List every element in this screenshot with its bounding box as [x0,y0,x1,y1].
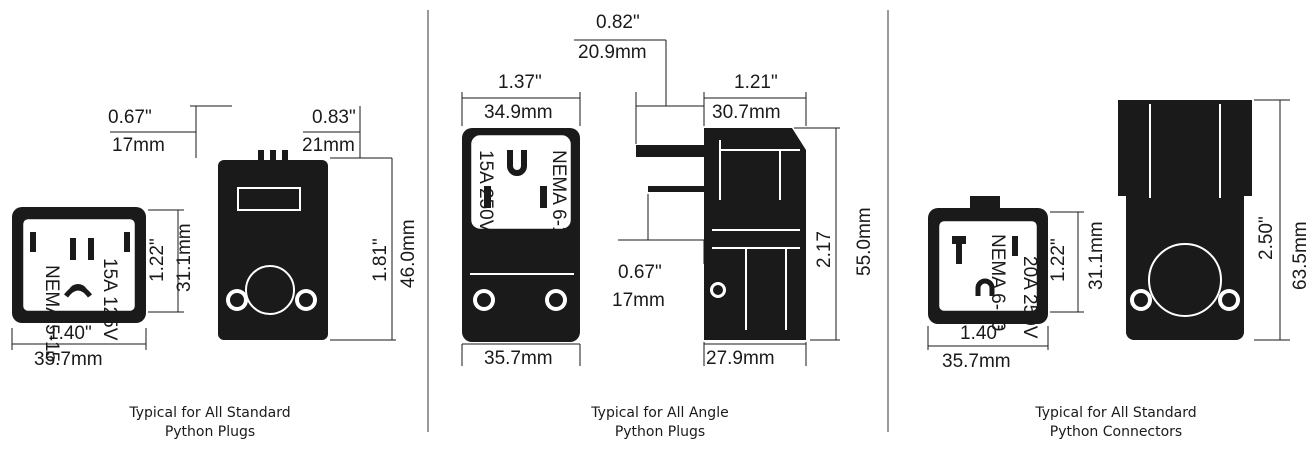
dim-face-h-in: 1.22" [147,238,168,282]
dim-side-w-in: 1.21" [734,72,778,93]
panel-angle-plugs: 15A 250V NEMA 6-15 [461,12,875,440]
front-label-rating: 15A 250V [475,150,496,233]
dim-bottom-w-in: 1.41" [496,322,540,343]
dim-side-h-mm: 55.0mm [854,207,875,276]
caption-line1: Typical for All Angle [590,405,728,421]
dim-prong2-mm: 21mm [302,135,355,156]
dim-prong-in: 0.67" [618,262,662,283]
panel-standard-connectors: NEMA 6-20 20A 250V 1.22" 31.1mm 1.40" [927,99,1311,440]
dim-prong-mm: 17mm [612,290,665,311]
plug-face-view: NEMA 5-15 15A 125V [12,207,146,362]
dim-prong-in: 0.67" [108,107,152,128]
dim-face-w-mm: 35.7mm [942,351,1011,372]
dim-body-h-in: 2.50" [1256,216,1277,260]
front-label-nema: NEMA 6-15 [548,150,569,247]
dim-face-h-in: 1.22" [1048,238,1069,282]
dim-face-h-mm: 31.1mm [174,223,195,292]
caption-line2: Python Plugs [615,424,705,440]
dim-offset-in: 0.82" [596,12,640,33]
caption-line1: Typical for All Standard [1034,405,1196,421]
dim-offset-mm: 20.9mm [578,42,647,63]
face-label-rating: 20A 250V [1019,256,1040,339]
angle-plug-front-view: 15A 250V NEMA 6-15 [462,128,580,342]
dim-bottom-w-mm: 35.7mm [484,348,553,369]
dim-body-h-in: 1.81" [370,238,391,282]
caption-line2: Python Plugs [165,424,255,440]
dim-body-h-mm: 46.0mm [398,219,419,288]
dim-prong2-in: 0.83" [312,107,356,128]
dim-top-w-in: 1.37" [498,72,542,93]
plug-side-view [218,150,328,340]
caption-line2: Python Connectors [1050,424,1182,440]
dim-side-h-in: 2.17 [814,231,835,268]
dim-side-bottom-in: 1.10" [734,322,778,343]
dim-side-bottom-mm: 27.9mm [706,348,775,369]
dim-side-w-mm: 30.7mm [712,102,781,123]
dim-face-w-mm: 35.7mm [34,349,103,370]
dim-top-w-mm: 34.9mm [484,102,553,123]
dim-body-h-mm: 63.5mm [1290,221,1311,290]
connector-side-view [1118,100,1252,340]
dim-prong-mm: 17mm [112,135,165,156]
dim-face-w-in: 1.40" [48,323,92,344]
connector-face-view: NEMA 6-20 20A 250V [928,196,1048,339]
dim-face-h-mm: 31.1mm [1086,221,1107,290]
face-label-rating: 15A 125V [99,258,120,341]
caption-line1: Typical for All Standard [128,405,290,421]
face-label-nema: NEMA 5-15 [41,265,62,362]
panel-standard-plugs: NEMA 5-15 15A 125V 0.67" [11,105,419,440]
dim-face-w-in: 1.40" [960,323,1004,344]
face-label-nema: NEMA 6-20 [987,234,1008,331]
angle-plug-side-view [636,128,806,340]
